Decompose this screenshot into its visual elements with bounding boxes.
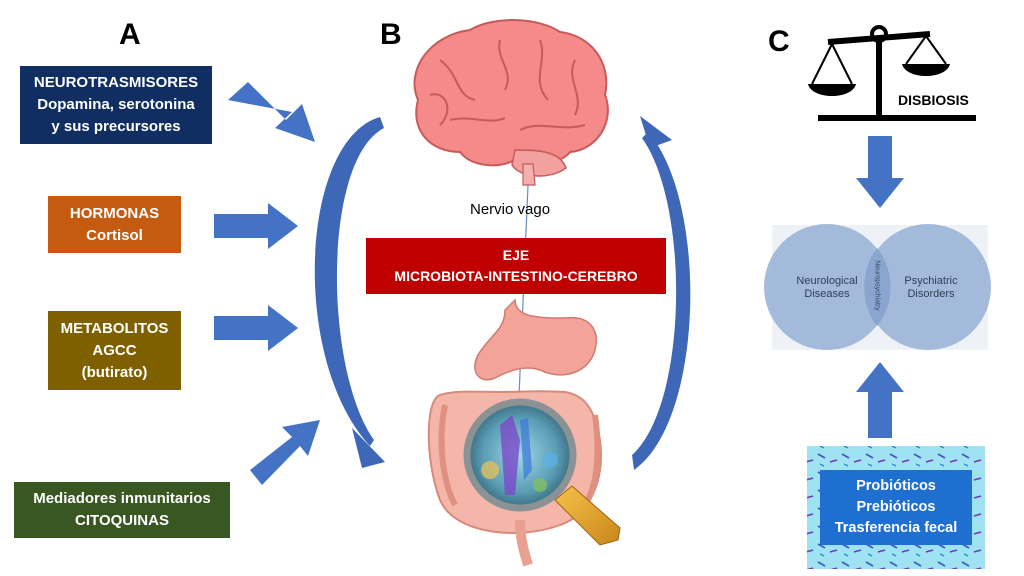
treatment-probiotics: Probióticos — [856, 478, 936, 494]
box-hormones-line-2: Cortisol — [86, 226, 143, 244]
venn-right-label-line-1: Psychiatric — [904, 275, 958, 287]
stomach-illustration — [474, 298, 597, 381]
panel-letter-b: B — [380, 18, 402, 51]
axis-title-line-1: EJE — [502, 247, 530, 263]
box-metabolites: METABOLITOS AGCC (butirato) — [48, 311, 181, 390]
box-hormones-line-1: HORMONAS — [69, 204, 160, 222]
box-hormones: HORMONAS Cortisol — [48, 196, 181, 253]
box-immune-mediators: Mediadores inmunitarios CITOQUINAS — [14, 482, 230, 538]
curved-arrow-right — [632, 132, 691, 470]
brain-illustration — [413, 19, 609, 186]
venn-circle-right — [865, 224, 991, 350]
box-metabolites-line-3: (butirato) — [81, 363, 148, 381]
arrow-hormonas — [214, 203, 298, 249]
arrow-mediadores — [250, 420, 320, 485]
panel-letter-a: A — [119, 18, 141, 51]
venn-overlap — [864, 248, 891, 326]
curved-arrow-left-head — [352, 428, 385, 468]
box-metabolites-line-2: AGCC — [92, 341, 137, 359]
dysbiosis-label: DISBIOSIS — [898, 92, 969, 108]
vagus-nerve-label: Nervio vago — [470, 201, 551, 218]
venn-middle-label: Neuropsychiatry — [873, 260, 881, 311]
arrow-neuro — [228, 82, 315, 142]
curved-arrow-right-head — [640, 116, 672, 148]
box-immune-mediators-line-2: CITOQUINAS — [75, 512, 169, 529]
box-immune-mediators-line-1: Mediadores inmunitarios — [33, 490, 211, 507]
box-neurotransmitters-line-2: Dopamina, serotonina — [37, 96, 195, 113]
box-neurotransmitters-line-3: y sus precursores — [51, 118, 181, 135]
box-neurotransmitters-line-1: NEUROTRASMISORES — [33, 74, 199, 91]
balance-scale-icon — [808, 25, 976, 121]
treatment-fecal-transfer: Trasferencia fecal — [834, 520, 958, 536]
axis-title-box: EJE MICROBIOTA-INTESTINO-CEREBRO — [366, 238, 666, 294]
treatments-box: Probióticos Prebióticos Trasferencia fec… — [820, 470, 972, 545]
arrow-disbiosis-down — [856, 136, 904, 208]
magnifier-illustration — [463, 398, 621, 546]
venn-left-label-line-2: Diseases — [804, 288, 850, 300]
venn-right-label: Psychiatric Disorders — [886, 275, 976, 301]
vagus-nerve-line — [517, 184, 529, 421]
arrow-metabolitos — [214, 305, 298, 351]
venn-left-label-line-1: Neurological — [796, 275, 858, 287]
venn-right-label-line-2: Disorders — [907, 288, 955, 300]
box-metabolites-line-1: METABOLITOS — [60, 319, 169, 337]
curved-arrow-left — [314, 117, 384, 446]
arrow-treatments-up — [856, 362, 904, 438]
axis-title-line-2: MICROBIOTA-INTESTINO-CEREBRO — [394, 268, 638, 284]
venn-left-label: Neurological Diseases — [782, 275, 872, 301]
panel-letter-c: C — [768, 25, 790, 58]
treatment-prebiotics: Prebióticos — [856, 499, 936, 515]
venn-circle-left — [764, 224, 890, 350]
box-neurotransmitters: NEUROTRASMISORES Dopamina, serotonina y … — [20, 66, 212, 144]
